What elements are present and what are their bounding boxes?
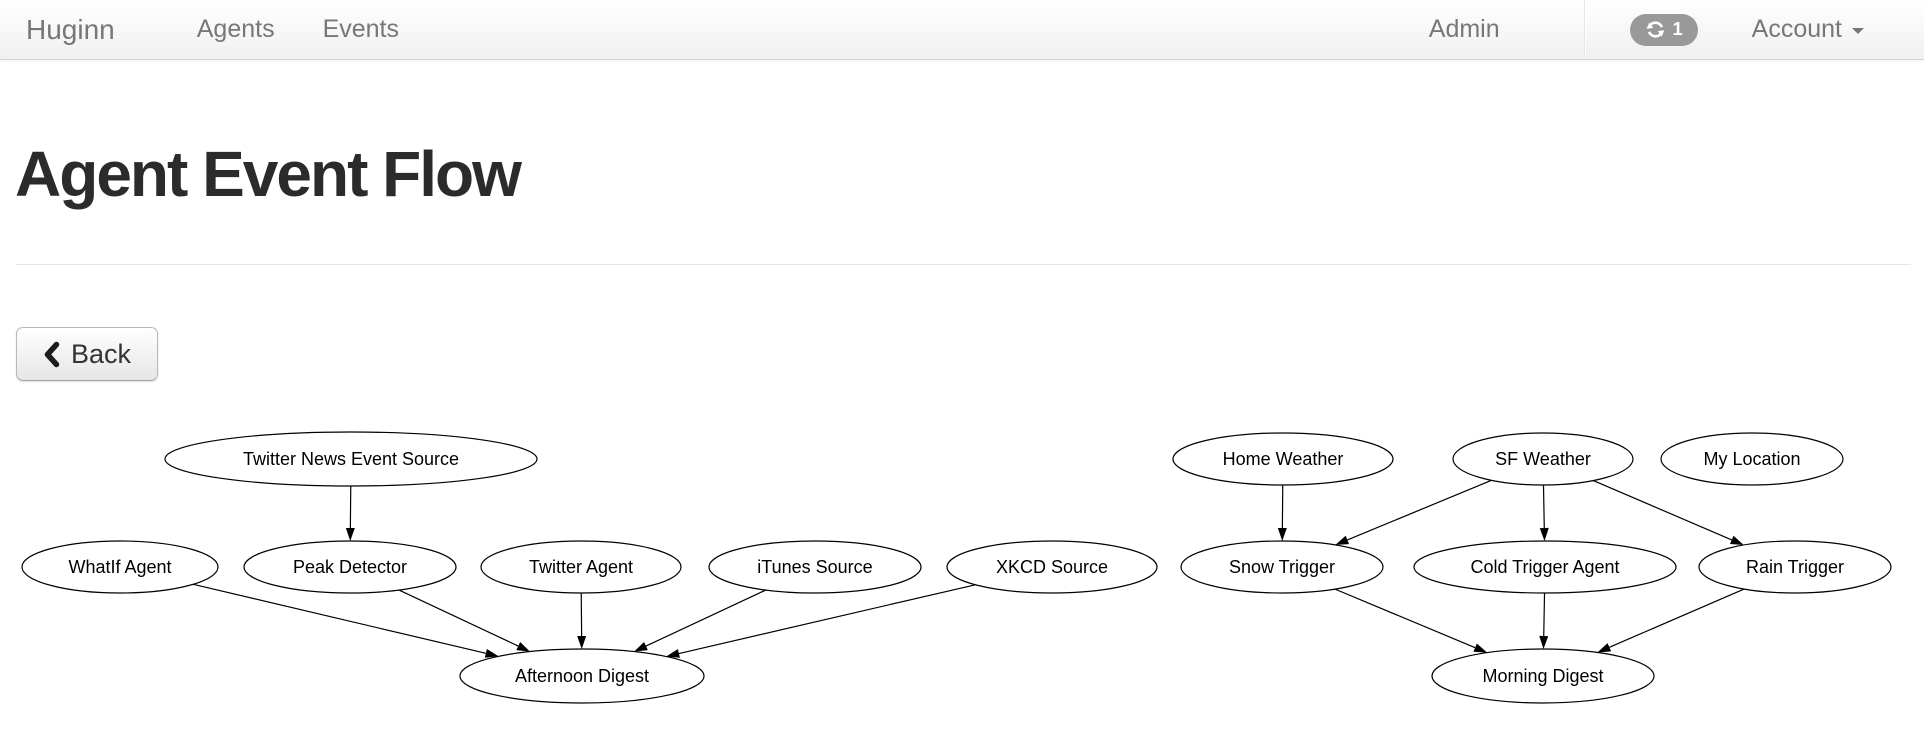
graph-node-whatif-agent: WhatIf Agent [21, 540, 219, 594]
caret-down-icon [1852, 28, 1864, 34]
graph-edge-peak-detector-to-afternoon-digest [398, 589, 519, 647]
chevron-left-icon [43, 341, 60, 368]
account-label: Account [1751, 15, 1842, 43]
graph-arrowhead [1597, 643, 1612, 653]
back-button[interactable]: Back [16, 327, 159, 381]
graph-edge-cold-trigger-agent-to-morning-digest [1543, 592, 1546, 637]
graph-arrowhead [1539, 527, 1549, 542]
job-count-badge[interactable]: 1 [1629, 13, 1698, 46]
graph-node-label: Twitter Agent [529, 557, 633, 577]
graph-node-label: Snow Trigger [1229, 557, 1335, 577]
account-dropdown[interactable]: Account [1752, 15, 1864, 44]
graph-arrowhead [1473, 643, 1488, 653]
graph-arrowhead [1335, 535, 1350, 545]
graph-node-twitter-agent: Twitter Agent [480, 540, 682, 594]
graph-arrowhead [516, 641, 531, 652]
graph-node-home-weather: Home Weather [1172, 432, 1394, 486]
graph-node-label: Peak Detector [293, 557, 407, 577]
graph-node-label: Morning Digest [1482, 666, 1603, 686]
nav-item-agents[interactable]: Agents [196, 15, 275, 43]
graph-node-label: My Location [1703, 449, 1800, 469]
graph-arrowhead [484, 648, 499, 658]
page-title: Agent Event Flow [15, 138, 522, 210]
graph-arrowhead [345, 527, 355, 542]
graph-node-itunes-source: iTunes Source [708, 540, 922, 594]
graph-edge-sf-weather-to-rain-trigger [1593, 480, 1733, 541]
graph-node-morning-digest: Morning Digest [1431, 648, 1655, 704]
nav-item-admin[interactable]: Admin [1428, 15, 1500, 43]
graph-node-twitter-news-event-source: Twitter News Event Source [164, 431, 538, 487]
graph-edge-rain-trigger-to-morning-digest [1609, 588, 1745, 648]
graph-edge-snow-trigger-to-morning-digest [1334, 588, 1476, 649]
graph-edge-whatif-agent-to-afternoon-digest [193, 583, 487, 654]
graph-node-label: Rain Trigger [1746, 557, 1844, 577]
graph-node-rain-trigger: Rain Trigger [1698, 540, 1892, 594]
graph-node-sf-weather: SF Weather [1452, 432, 1634, 486]
navbar-divider [1583, 0, 1586, 59]
graph-edge-itunes-source-to-afternoon-digest [645, 589, 767, 647]
graph-node-snow-trigger: Snow Trigger [1180, 540, 1384, 594]
graph-node-label: iTunes Source [757, 557, 872, 577]
graph-node-cold-trigger-agent: Cold Trigger Agent [1413, 540, 1677, 594]
graph-node-label: WhatIf Agent [68, 557, 171, 577]
graph-node-afternoon-digest: Afternoon Digest [459, 648, 705, 704]
nav-item-events[interactable]: Events [322, 15, 400, 43]
graph-arrowhead [1277, 527, 1287, 542]
graph-edge-sf-weather-to-snow-trigger [1347, 479, 1492, 541]
graph-node-my-location: My Location [1660, 432, 1844, 486]
navbar: Huginn Agents Events Admin 1 [0, 0, 1924, 60]
back-button-label: Back [71, 338, 132, 369]
graph-node-label: XKCD Source [996, 557, 1108, 577]
graph-node-label: Twitter News Event Source [243, 449, 459, 469]
refresh-icon [1645, 19, 1666, 40]
graph-arrowhead [577, 635, 587, 650]
job-count: 1 [1672, 19, 1683, 39]
graph-arrowhead [634, 642, 648, 652]
graph-node-xkcd-source: XKCD Source [946, 540, 1158, 594]
graph-node-label: Home Weather [1223, 449, 1344, 469]
graph-node-label: Cold Trigger Agent [1470, 557, 1619, 577]
title-divider [16, 264, 1911, 265]
graph-edge-sf-weather-to-cold-trigger-agent [1542, 484, 1545, 529]
graph-node-label: Afternoon Digest [515, 666, 649, 686]
graph-node-label: SF Weather [1495, 449, 1591, 469]
brand-huginn[interactable]: Huginn [26, 13, 115, 45]
graph-node-peak-detector: Peak Detector [243, 540, 457, 594]
graph-arrowhead [1539, 635, 1549, 650]
graph-arrowhead [1729, 535, 1744, 546]
navbar-right: Admin 1 Account [1429, 0, 1924, 59]
graph-edge-xkcd-source-to-afternoon-digest [678, 584, 976, 655]
graph-arrowhead [666, 649, 680, 658]
